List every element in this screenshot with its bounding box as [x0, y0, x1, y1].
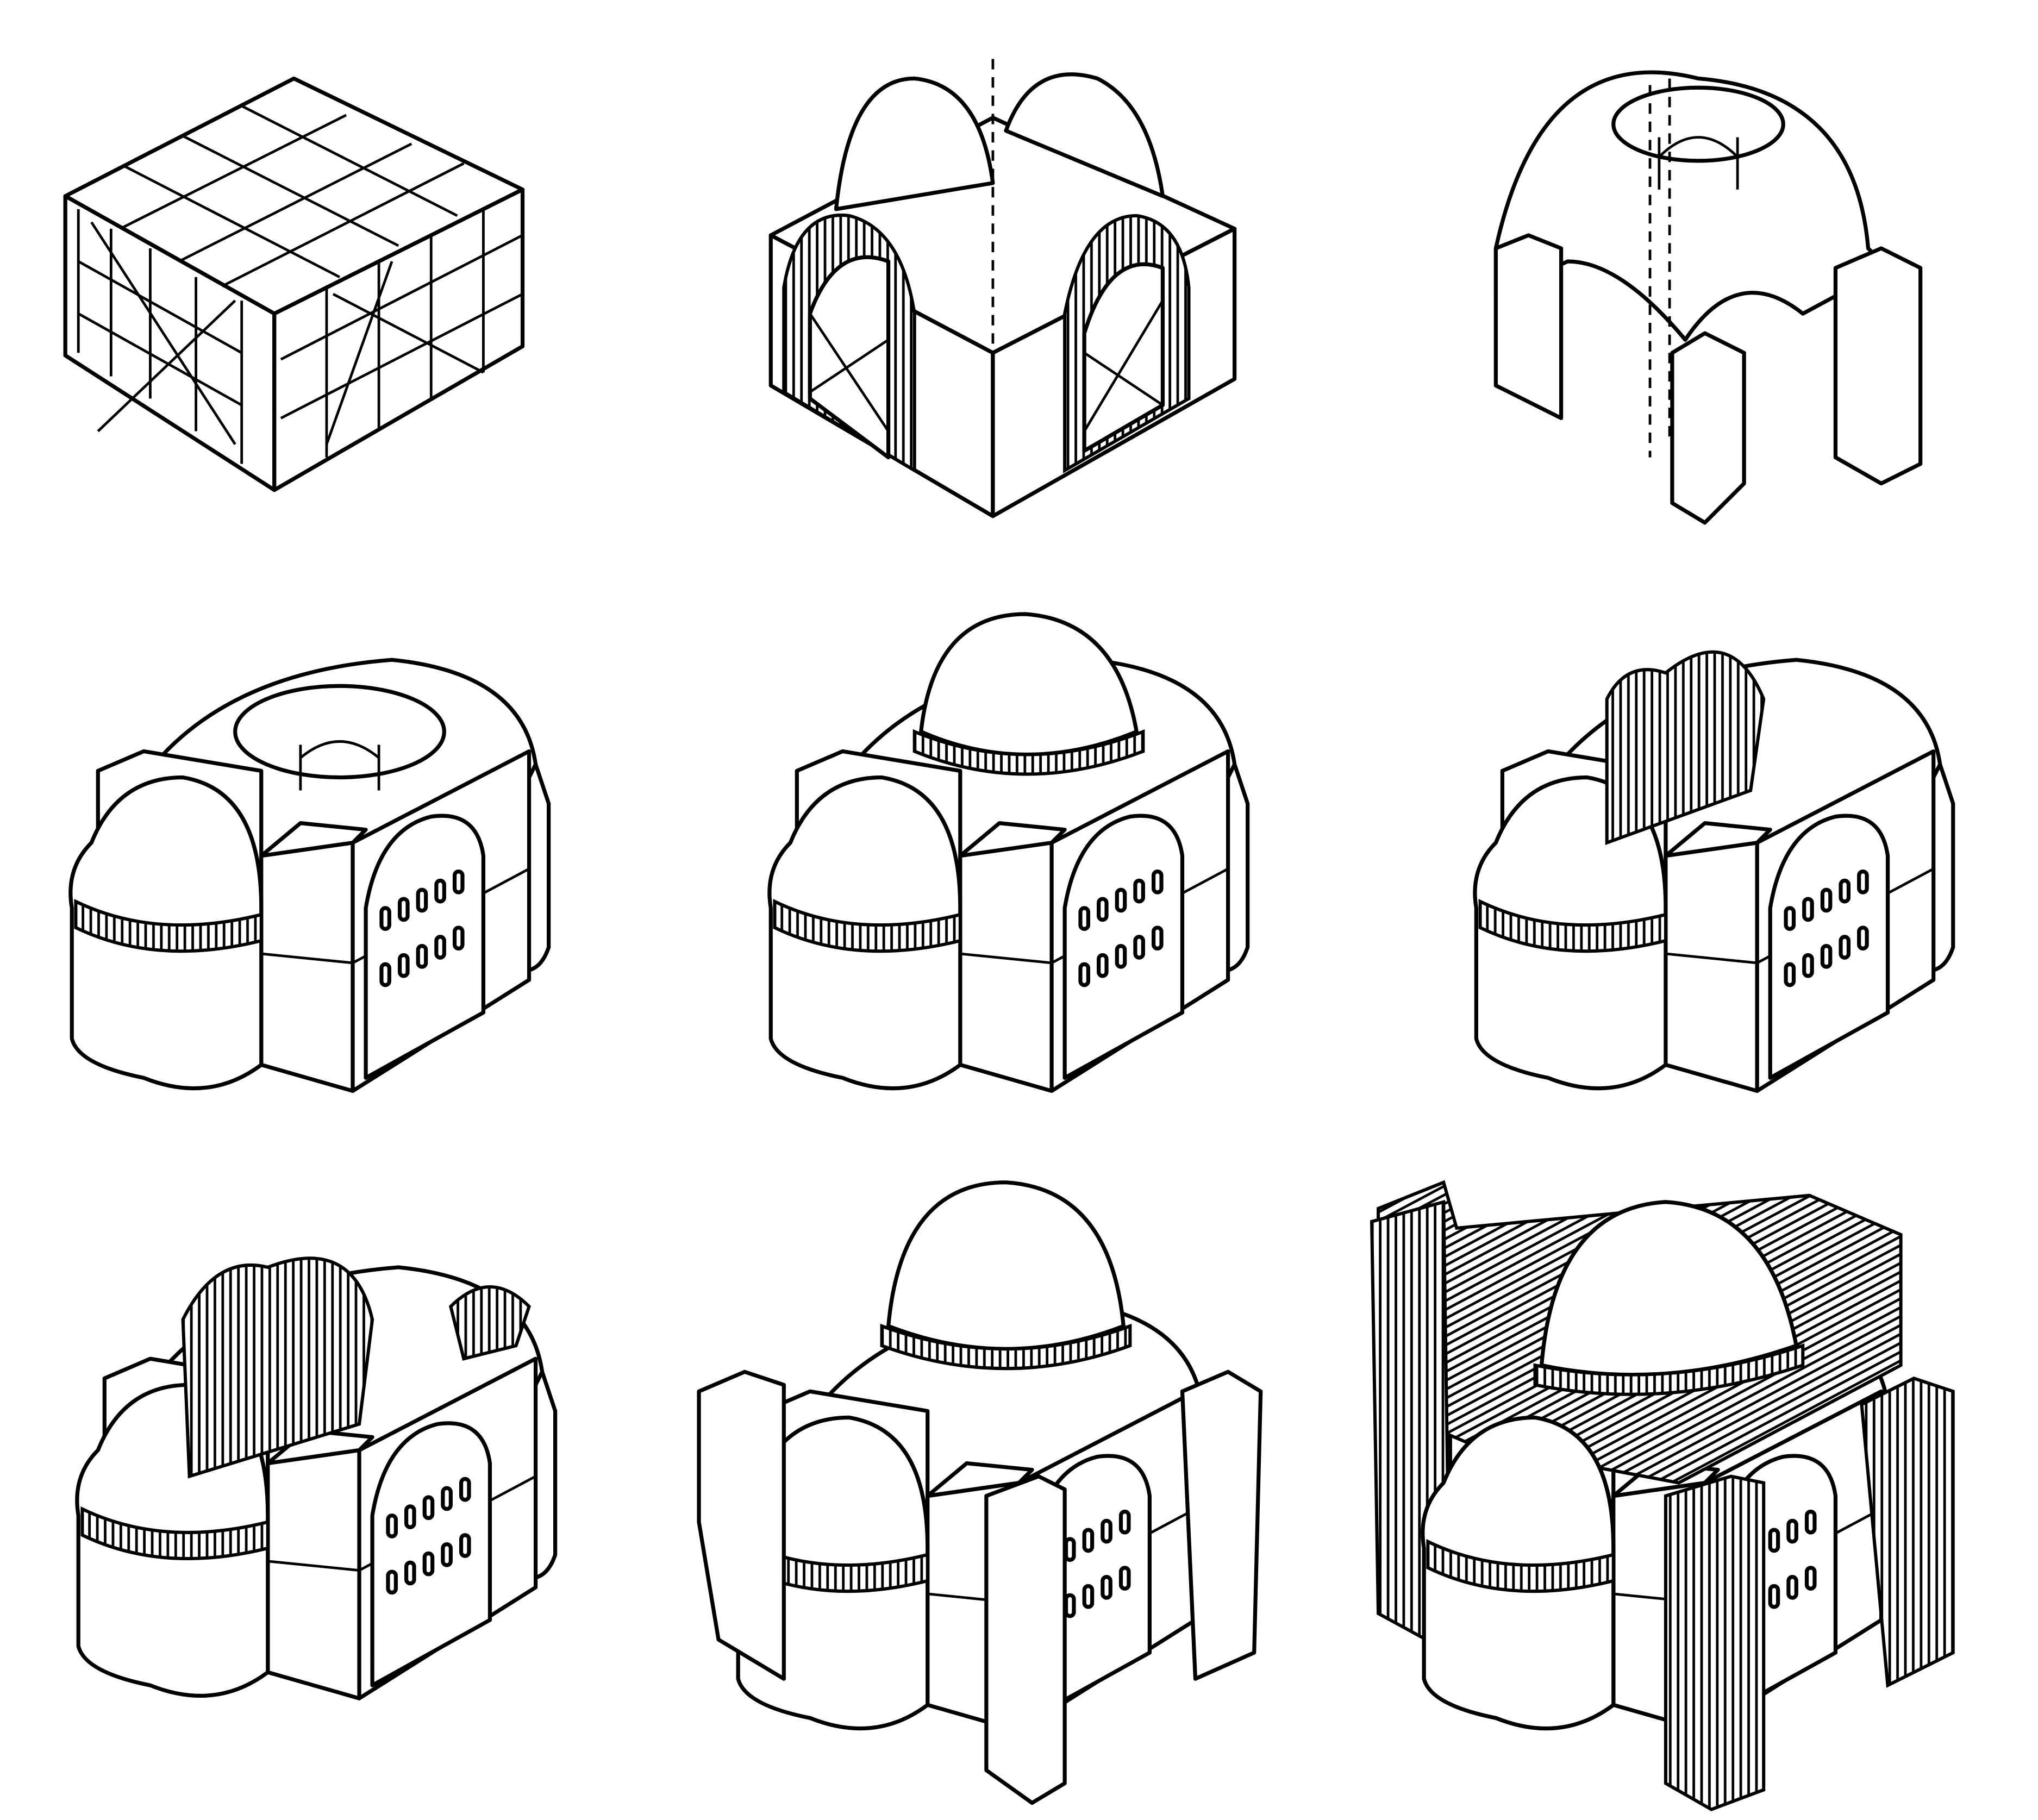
panel-arch-centering	[768, 59, 1237, 518]
panel-church-dome	[770, 612, 1248, 1091]
panel-church-cutaway	[1475, 650, 1953, 1091]
panel-church-masonry	[1370, 1180, 1955, 1811]
panel-church-cutaway-2	[77, 1256, 555, 1698]
panel-church-buttresses	[697, 1180, 1263, 1805]
panel-piers-pendentives	[1493, 70, 1923, 525]
panel-church-open-dome	[71, 660, 549, 1091]
panel-scaffold-box	[63, 76, 525, 492]
